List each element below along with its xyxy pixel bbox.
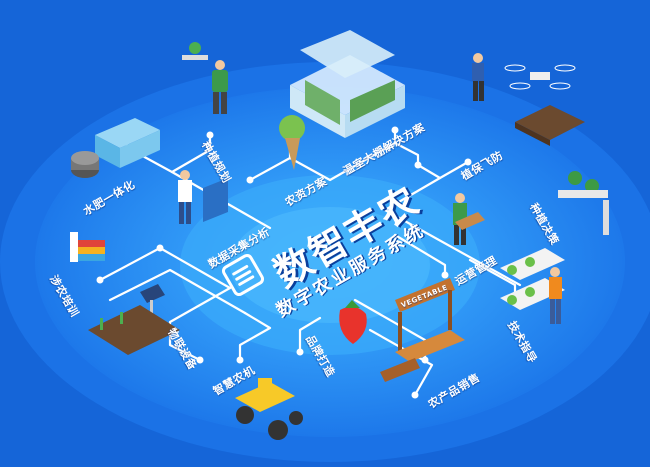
farmer-top-illustration [182, 42, 228, 114]
lettuce-illustration [279, 115, 305, 170]
tractor-illustration [235, 378, 303, 440]
farmer-crate-illustration [453, 193, 485, 245]
data-analyst-illustration [178, 170, 228, 224]
vegetable-stall-illustration [380, 278, 465, 382]
drone-operator-illustration [472, 53, 585, 146]
decision-sensors-illustration [558, 171, 609, 235]
books-illustration [70, 232, 105, 262]
drone-icon [504, 64, 576, 90]
iot-solar-illustration [88, 284, 180, 355]
greenhouse-illustration [290, 30, 405, 138]
strawberry-illustration [339, 300, 367, 344]
fertigation-tank-illustration [71, 118, 160, 178]
hydroponics-illustration [500, 248, 565, 324]
